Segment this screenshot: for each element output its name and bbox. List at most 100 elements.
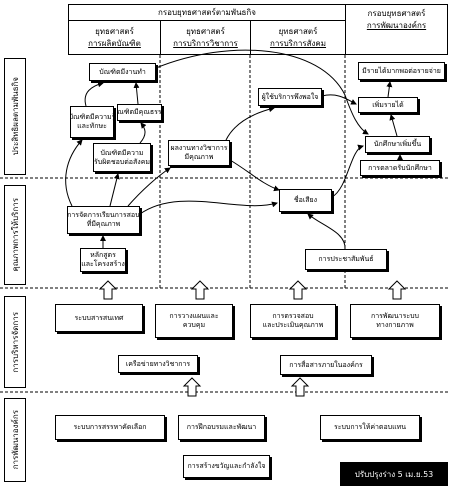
objective-label: เครือข่ายทางวิชาการ xyxy=(125,359,191,368)
strategy-label: ยุทธศาสตร์ xyxy=(278,26,318,36)
org-frame-subtitle: การพัฒนาองค์กร xyxy=(366,21,427,30)
strategy-label: ยุทธศาสตร์ xyxy=(95,26,134,36)
strategy-name: การบริการสังคม xyxy=(269,38,327,48)
objective-reputation: ชื่อเสียง xyxy=(279,189,332,212)
objective-label: เพิ่มรายได้ xyxy=(372,100,404,109)
strategy-header-academic-service: ยุทธศาสตร์ การบริการวิชาการ xyxy=(160,20,251,55)
objective-label-line1: การจัดการเรียนการสอน xyxy=(67,211,140,219)
objective-label-line2: ควบคุม xyxy=(182,321,206,329)
objective-label-line2: และทักษะ xyxy=(77,122,107,130)
connector-academic-to-reputation xyxy=(229,159,280,192)
objective-label-line2: ทางกายภาพ xyxy=(376,321,414,329)
connector-reputation-to-students xyxy=(331,144,364,198)
objective-recruitment: ระบบการสรรหาคัดเลือก xyxy=(55,415,165,440)
revision-note-text: ปรับปรุงร่าง 5 เม.ย.53 xyxy=(354,469,434,479)
connector-academic-to-satisfaction xyxy=(225,106,275,141)
strategy-label: ยุทธศาสตร์ xyxy=(186,26,225,36)
objective-graduates-employed: บัณฑิตมีงานทำ xyxy=(89,63,156,81)
connector-satisfaction-to-revenue xyxy=(321,94,357,105)
objective-curriculum: หลักสูตร และโครงสร้าง xyxy=(80,248,126,272)
objective-label: ระบบการให้ค่าตอบแทน xyxy=(333,423,407,431)
objective-label: การสร้างขวัญและกำลังใจ xyxy=(187,462,266,470)
objective-graduates-responsibility: บัณฑิตมีความ รับผิดชอบต่อสังคม xyxy=(93,143,151,172)
objective-label: การสื่อสารภายในองค์กร xyxy=(289,360,363,369)
objective-label-line2: มีคุณภาพ xyxy=(184,153,214,161)
objective-audit-quality: การตรวจสอบ และประเมินคุณภาพ xyxy=(250,304,336,338)
objective-label-line2: ที่มีคุณภาพ xyxy=(86,220,121,228)
objective-label: บัณฑิตมีงานทำ xyxy=(99,67,146,76)
objective-graduates-morality: บัณฑิตมีคุณธรรม xyxy=(117,104,162,121)
objective-label-line1: บัณฑิตมีความรู้ xyxy=(70,113,114,121)
connector-teaching-to-knowledge xyxy=(65,139,83,207)
connector-revenue-to-income xyxy=(386,81,393,98)
mission-frame-header: กรอบยุทธศาสตร์ตามพันธกิจ xyxy=(68,4,346,21)
perspective-org-development: การพัฒนาองค์กร xyxy=(4,398,26,482)
objective-information-system: ระบบสารสนเทศ xyxy=(55,304,143,332)
objective-income-sufficient: มีรายได้มากพอต่อรายจ่าย xyxy=(358,62,445,80)
objective-teaching-quality: การจัดการเรียนการสอน ที่มีคุณภาพ xyxy=(67,206,140,234)
objective-label: การประชาสัมพันธ์ xyxy=(318,255,374,263)
objective-morale: การสร้างขวัญและกำลังใจ xyxy=(183,455,270,478)
objective-label: การตลาดรับนักศึกษา xyxy=(368,163,432,172)
objective-label: การฝึกอบรมและพัฒนา xyxy=(186,423,257,431)
strategy-name: การบริการวิชาการ xyxy=(173,38,238,48)
strategy-header-social-service: ยุทธศาสตร์ การบริการสังคม xyxy=(250,20,346,55)
objective-label-line1: การพัฒนาระบบ xyxy=(371,312,419,320)
objective-label: มีรายได้มากพอต่อรายจ่าย xyxy=(362,66,441,75)
objective-public-relations: การประชาสัมพันธ์ xyxy=(305,249,387,270)
connector-teaching-to-responsibility xyxy=(109,173,120,207)
up-arrow-icon xyxy=(190,280,210,300)
perspective-service-quality: คุณภาพการให้บริการ xyxy=(4,185,26,285)
perspective-label: คุณภาพการให้บริการ xyxy=(10,198,20,272)
objective-revenue-increase: เพิ่มรายได้ xyxy=(358,97,418,113)
objective-label: ระบบสารสนเทศ xyxy=(74,313,124,322)
up-arrow-icon xyxy=(182,377,202,397)
objective-label-line1: การตรวจสอบ xyxy=(272,312,314,320)
objective-label: ระบบการสรรหาคัดเลือก xyxy=(73,423,147,431)
up-arrow-icon xyxy=(290,377,310,397)
perspective-label: ประสิทธิผลตามพันธกิจ xyxy=(10,77,20,156)
up-arrow-icon xyxy=(288,280,308,300)
connector-teaching-to-reputation xyxy=(139,200,278,215)
objective-label-line1: หลักสูตร xyxy=(90,251,116,259)
objective-training: การฝึกอบรมและพัฒนา xyxy=(178,415,265,440)
org-frame-header: กรอบยุทธศาสตร์ การพัฒนาองค์กร xyxy=(345,4,448,55)
connector-students-to-revenue xyxy=(389,114,398,137)
connector-responsibility-to-morality xyxy=(139,122,147,144)
connector-pr-to-reputation xyxy=(307,213,346,250)
objective-compensation: ระบบการให้ค่าตอบแทน xyxy=(320,415,420,440)
objective-label-line2: และประเมินคุณภาพ xyxy=(262,321,324,329)
perspective-management: การบริหารจัดการ xyxy=(4,296,26,388)
objective-graduates-knowledge: บัณฑิตมีความรู้ และทักษะ xyxy=(70,106,114,138)
perspective-label: การพัฒนาองค์กร xyxy=(10,410,20,470)
objective-academic-work: ผลงานทางวิชาการ มีคุณภาพ xyxy=(168,140,230,166)
revision-note: ปรับปรุงร่าง 5 เม.ย.53 xyxy=(340,462,448,486)
objective-label-line2: รับผิดชอบต่อสังคม xyxy=(94,157,150,166)
perspective-label: การบริหารจัดการ xyxy=(10,311,20,373)
connector-morality-to-employed xyxy=(133,82,140,105)
objective-label: ผู้ใช้บริการพึงพอใจ xyxy=(261,92,319,101)
objective-student-increase: นักศึกษาเพิ่มขึ้น xyxy=(365,136,430,153)
mission-frame-title: กรอบยุทธศาสตร์ตามพันธกิจ xyxy=(158,7,256,17)
up-arrow-icon xyxy=(98,280,118,300)
objective-physical-development: การพัฒนาระบบ ทางกายภาพ xyxy=(350,304,440,338)
objective-label-line1: การวางแผนและ xyxy=(169,312,219,320)
connector-knowledge-to-employed xyxy=(84,81,104,107)
objective-label: นักศึกษาเพิ่มขึ้น xyxy=(373,140,422,148)
strategy-header-graduates: ยุทธศาสตร์ การผลิตบัณฑิต xyxy=(68,20,161,55)
objective-student-marketing: การตลาดรับนักศึกษา xyxy=(360,160,440,176)
objective-label: ชื่อเสียง xyxy=(293,196,318,204)
objective-user-satisfaction: ผู้ใช้บริการพึงพอใจ xyxy=(258,88,322,106)
objective-academic-network: เครือข่ายทางวิชาการ xyxy=(118,355,198,373)
perspective-effectiveness: ประสิทธิผลตามพันธกิจ xyxy=(4,58,26,175)
strategy-name: การผลิตบัณฑิต xyxy=(88,38,141,48)
org-frame-title: กรอบยุทธศาสตร์ xyxy=(367,9,426,18)
objective-internal-communication: การสื่อสารภายในองค์กร xyxy=(280,355,372,375)
objective-label: บัณฑิตมีคุณธรรม xyxy=(117,108,162,116)
objective-label-line2: และโครงสร้าง xyxy=(81,260,125,268)
objective-planning-control: การวางแผนและ ควบคุม xyxy=(155,304,233,338)
connector-teaching-to-academic xyxy=(127,167,171,207)
objective-label-line1: บัณฑิตมีความ xyxy=(100,148,144,157)
up-arrow-icon xyxy=(387,280,407,300)
